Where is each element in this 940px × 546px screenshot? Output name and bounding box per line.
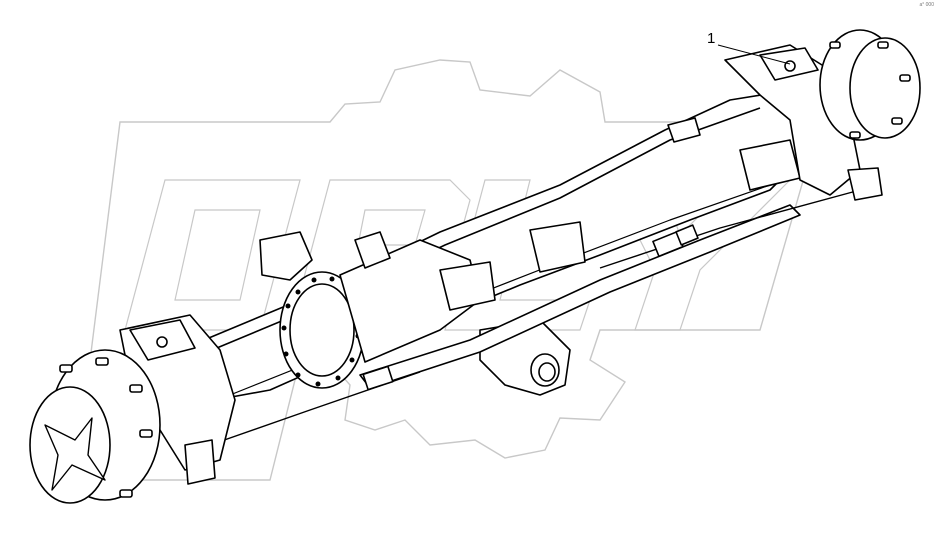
axle-assembly: [29, 29, 921, 504]
corner-mark: a° 000: [919, 2, 934, 8]
right-kingpin-bolt: [784, 60, 796, 72]
callout-1-label: 1: [707, 30, 716, 47]
steering-rod-end-left: [362, 365, 394, 391]
watermark-gear: [74, 59, 821, 481]
right-tie-rod-end: [847, 167, 883, 201]
left-tie-rod-end: [184, 439, 216, 485]
beam-bracket-right: [739, 139, 801, 191]
left-wheel-studs: [59, 357, 153, 498]
beam-bracket-left: [259, 231, 313, 281]
left-hub-center-mark: [44, 417, 106, 491]
right-hub-cap: [849, 37, 921, 139]
beam-clamp-2: [529, 221, 586, 273]
beam-bracket-upper: [354, 231, 391, 269]
left-kingpin-bolt: [156, 336, 168, 348]
right-wheel-studs: [829, 41, 911, 139]
beam-top-pad: [667, 117, 701, 143]
steering-cylinder: [359, 204, 801, 389]
differential-flange-inner: [289, 283, 355, 377]
beam-clamp-1: [439, 261, 496, 311]
steering-rod-end-mid: [675, 224, 699, 246]
callout-1-leader: [717, 44, 791, 65]
callout-1: [717, 44, 791, 65]
pivot-bushing-inner: [538, 362, 556, 382]
